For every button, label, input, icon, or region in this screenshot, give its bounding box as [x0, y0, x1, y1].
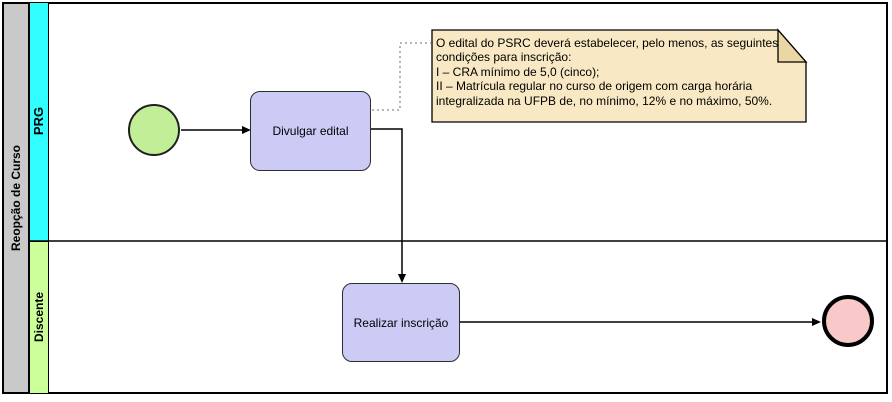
annotation-line: O edital do PSRC deverá estabelecer, pel… [436, 36, 779, 50]
annotation-line: II – Matrícula regular no curso de orige… [436, 79, 753, 94]
task-realizar-inscricao: Realizar inscrição [342, 283, 460, 362]
annotation-line: integralizada na UFPB de, no mínimo, 12%… [436, 93, 773, 108]
task-divulgar-edital: Divulgar edital [250, 91, 371, 171]
task-label: Realizar inscrição [353, 315, 449, 330]
task-label: Divulgar edital [272, 124, 349, 138]
annotation-note-text: O edital do PSRC deverá estabelecer, pel… [436, 36, 782, 108]
annotation-line: condições para inscrição: [436, 50, 572, 65]
start-event [128, 104, 180, 156]
sequence-flow-divulgar-to-realizar [371, 128, 406, 283]
note-fold-corner [777, 28, 808, 63]
end-event [822, 295, 874, 347]
annotation-line: I – CRA mínimo de 5,0 (cinco); [436, 64, 600, 79]
association-divulgar-to-annotation [372, 42, 431, 111]
sequence-flow-start-to-divulgar [181, 126, 251, 134]
annotation-note-shape [431, 28, 808, 123]
pool-header-bar [2, 2, 30, 394]
sequence-flow-realizar-to-end [460, 318, 821, 326]
